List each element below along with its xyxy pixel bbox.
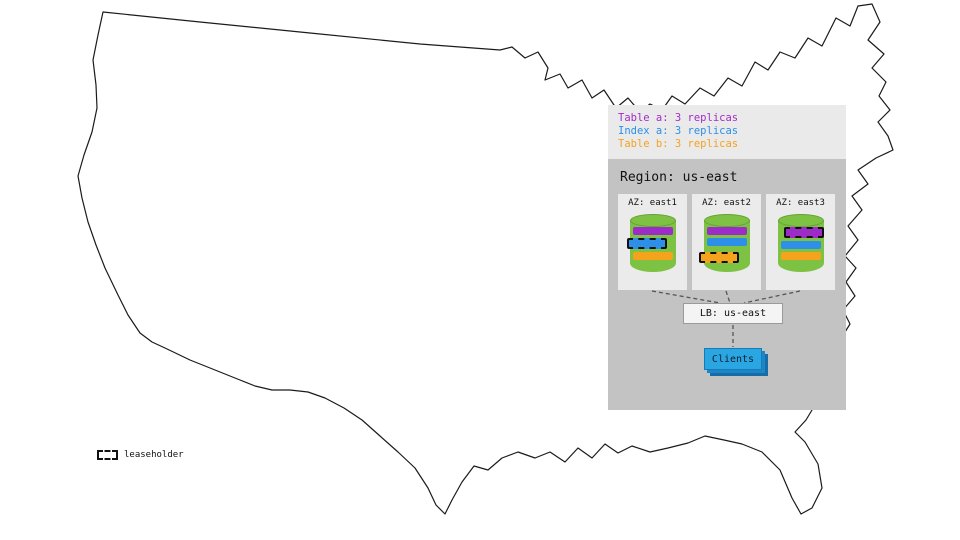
- replica-bar-table-a-leaseholder: [783, 227, 824, 238]
- replica-bars: [626, 227, 673, 263]
- cylinder-top: [629, 214, 676, 227]
- legend-table-b: Table b: 3 replicas: [618, 138, 739, 150]
- replica-bar-index-a-leaseholder: [626, 238, 667, 249]
- load-balancer-label: LB: us-east: [699, 308, 767, 319]
- database-cylinder-east3: [777, 214, 824, 278]
- database-cylinder-east1: [626, 214, 676, 278]
- replica-bar-table-a: [706, 227, 747, 235]
- leaseholder-key-label: leaseholder: [124, 450, 184, 460]
- replica-bar-table-b: [780, 252, 821, 260]
- load-balancer-box: LB: us-east: [683, 303, 783, 324]
- az-east2-box: AZ: east2: [692, 194, 761, 290]
- az-row: AZ: east1 AZ: east2: [608, 194, 846, 290]
- replica-bars: [780, 227, 824, 263]
- replica-bar-index-a: [780, 241, 821, 249]
- replica-bars: [698, 227, 747, 263]
- legend-index-a: Index a: 3 replicas: [618, 125, 739, 137]
- replica-legend-panel: Table a: 3 replicas Index a: 3 replicas …: [608, 105, 846, 159]
- replica-bar-table-b: [632, 252, 673, 260]
- clients-front-box: Clients: [704, 348, 762, 370]
- leaseholder-key: leaseholder: [97, 450, 184, 460]
- clients-label: Clients: [711, 353, 755, 365]
- database-cylinder-east2: [698, 214, 750, 278]
- replica-bar-table-b-leaseholder: [698, 252, 739, 263]
- legend-table-a: Table a: 3 replicas: [618, 112, 739, 124]
- replica-bar-index-a: [706, 238, 747, 246]
- az-east3-box: AZ: east3: [766, 194, 835, 290]
- replica-bar-table-a: [632, 227, 673, 235]
- cylinder-top: [703, 214, 750, 227]
- cylinder-top: [777, 214, 824, 227]
- region-label: Region: us-east: [620, 170, 738, 185]
- az-east3-label: AZ: east3: [776, 198, 825, 208]
- leaseholder-swatch-icon: [97, 450, 118, 460]
- region-us-east-box: Region: us-east AZ: east1 AZ: east2: [608, 159, 846, 410]
- clients-box: Clients: [704, 348, 768, 376]
- az-east2-label: AZ: east2: [702, 198, 751, 208]
- az-east1-label: AZ: east1: [628, 198, 677, 208]
- az-east1-box: AZ: east1: [618, 194, 687, 290]
